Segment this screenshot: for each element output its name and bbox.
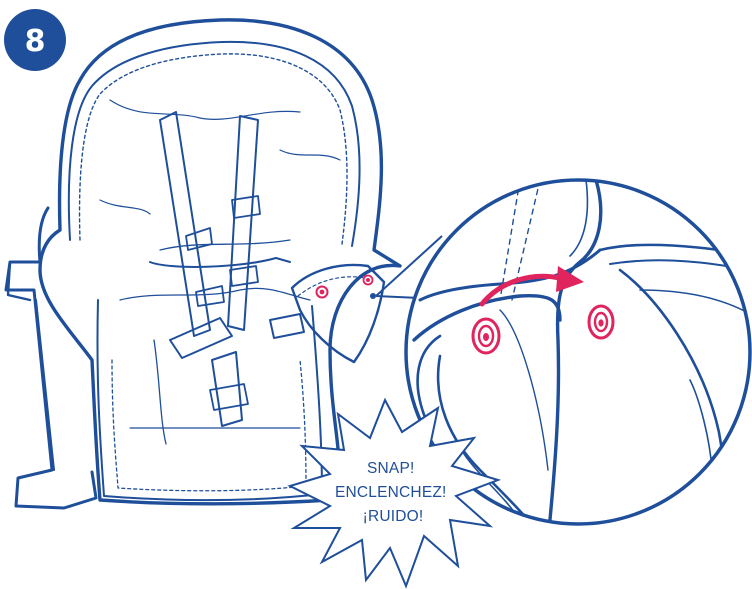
callout-line-3: ¡RUIDO! [363,508,424,525]
callout-text: SNAP! ENCLENCHEZ! ¡RUIDO! [335,460,451,525]
callout-line-2: ENCLENCHEZ! [335,484,447,501]
snap-button-icon [471,304,615,355]
starburst-callout: SNAP! ENCLENCHEZ! ¡RUIDO! [287,397,502,589]
step-number-badge: 8 [4,9,66,71]
magnifier-detail-circle [404,178,752,526]
high-chair-seat-pad [4,18,402,510]
snap-button-icon [315,274,376,299]
magnifier-leader-lines [375,235,443,299]
callout-line-1: SNAP! [367,460,415,477]
curved-arrow-icon [479,266,584,307]
step-number: 8 [25,24,46,59]
